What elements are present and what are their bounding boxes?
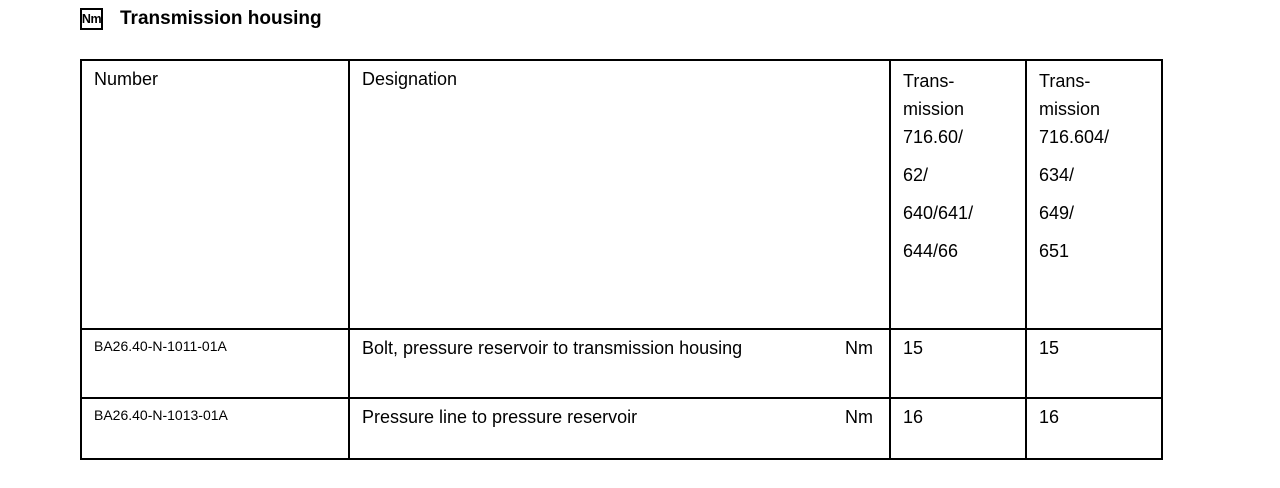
column-header-designation: Designation: [348, 59, 891, 330]
row-number: BA26.40-N-1011-01A: [80, 328, 350, 399]
row-number: BA26.40-N-1013-01A: [80, 397, 350, 460]
row-designation-cell: Pressure line to pressure reservoir Nm: [348, 397, 891, 460]
header-line: 716.60/: [903, 127, 964, 147]
column-header-number: Number: [80, 59, 350, 330]
row-designation-cell: Bolt, pressure reservoir to transmission…: [348, 328, 891, 399]
row-value-transmission-a: 15: [889, 328, 1027, 399]
table-row: BA26.40-N-1013-01A Pressure line to pres…: [80, 397, 1163, 460]
page-title: Transmission housing: [120, 8, 322, 29]
header-line: mission: [903, 99, 965, 119]
header-line: 649/: [1039, 203, 1075, 223]
table-row: BA26.40-N-1011-01A Bolt, pressure reserv…: [80, 328, 1163, 399]
torque-spec-table: Number Designation Trans- mission 716.60…: [80, 59, 1163, 460]
table-header-row: Number Designation Trans- mission 716.60…: [80, 59, 1163, 330]
row-value-transmission-b: 15: [1025, 328, 1163, 399]
column-header-transmission-a: Trans- mission 716.60/ 62/ 640/641/ 644/…: [889, 59, 1027, 330]
header-line: 651: [1039, 241, 1070, 261]
header-line: Trans-: [903, 71, 955, 91]
header-line: 62/: [903, 165, 929, 185]
row-unit: Nm: [845, 338, 873, 358]
header-line: 644/66: [903, 241, 959, 261]
title-bar: Nm Transmission housing: [80, 8, 322, 30]
column-header-transmission-b: Trans- mission 716.604/ 634/ 649/ 651: [1025, 59, 1163, 330]
header-line: mission: [1039, 99, 1101, 119]
header-line: 640/641/: [903, 203, 974, 223]
nm-torque-icon: Nm: [80, 8, 103, 30]
row-designation: Pressure line to pressure reservoir: [362, 407, 638, 427]
header-line: Trans-: [1039, 71, 1091, 91]
row-value-transmission-b: 16: [1025, 397, 1163, 460]
header-line: 716.604/: [1039, 127, 1110, 147]
row-designation: Bolt, pressure reservoir to transmission…: [362, 338, 743, 358]
row-unit: Nm: [845, 407, 873, 427]
row-value-transmission-a: 16: [889, 397, 1027, 460]
header-line: 634/: [1039, 165, 1075, 185]
